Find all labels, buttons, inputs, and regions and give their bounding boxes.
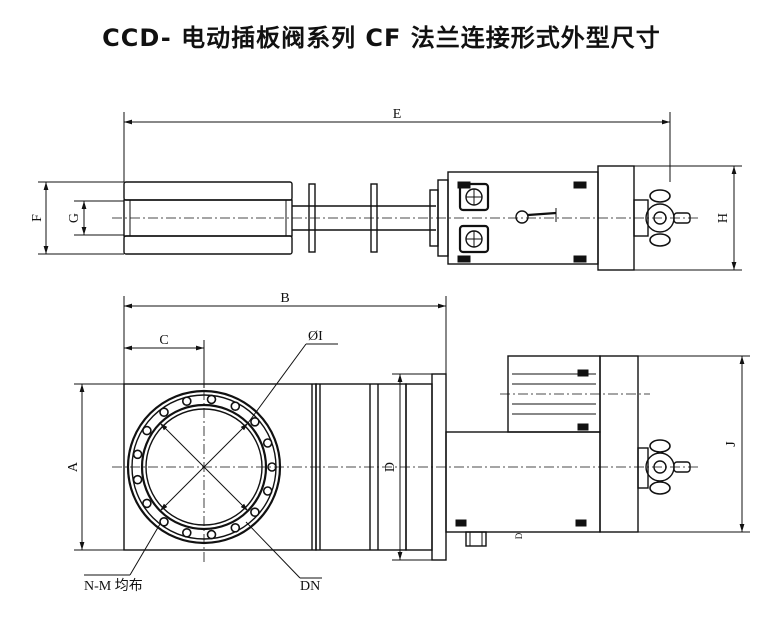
page-title: CCD- 电动插板阀系列 CF 法兰连接形式外型尺寸 — [102, 24, 661, 52]
dim-label-b: B — [280, 291, 289, 306]
dim-label-c: C — [159, 333, 168, 348]
dim-label-dn: DN — [300, 579, 320, 594]
dim-label-phi-i: ØI — [308, 329, 323, 344]
top-view: E F G — [30, 107, 742, 271]
dim-label-e: E — [393, 107, 402, 122]
dim-label-f: F — [30, 214, 45, 222]
dim-label-h: H — [716, 213, 731, 223]
bolt-pattern-label: N-M 均布 — [84, 578, 143, 594]
dim-label-a: A — [66, 461, 81, 472]
bolt-holes — [132, 394, 277, 540]
dim-label-j: J — [724, 441, 739, 447]
bottom-view: B C A D — [66, 291, 750, 594]
small-mark: D — [514, 532, 524, 539]
dim-label-g: G — [67, 213, 82, 223]
